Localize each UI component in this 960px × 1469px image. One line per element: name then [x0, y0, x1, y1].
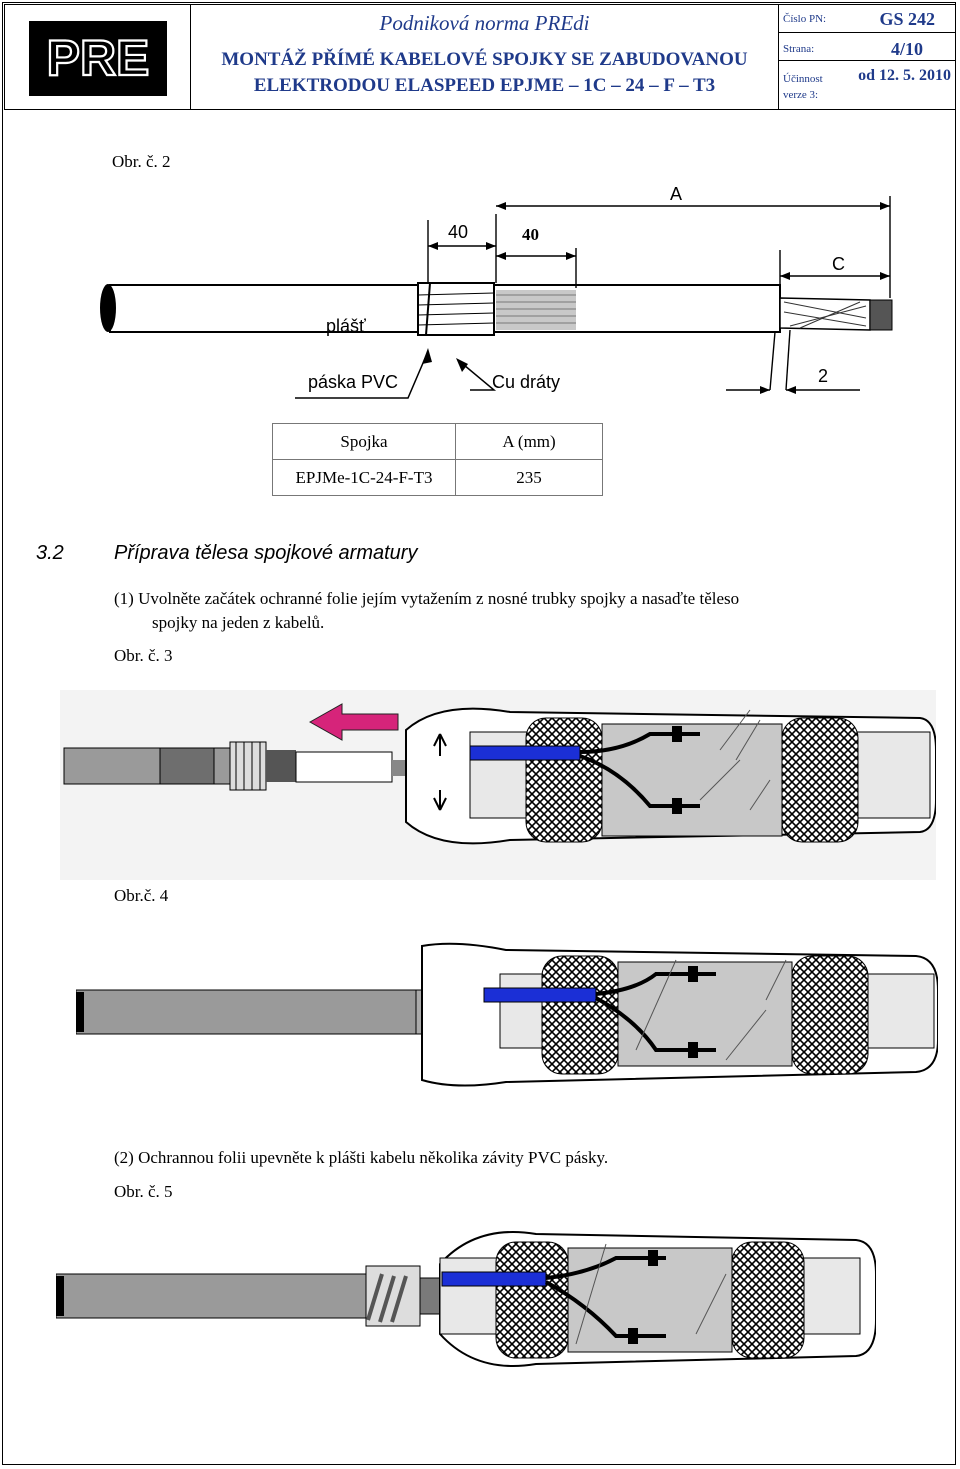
meta-row-page: Strana: 4/10 — [779, 33, 955, 61]
fig4-joint-on-cable-drawing — [76, 942, 938, 1087]
norm-name: Podniková norma PREdi — [379, 11, 590, 35]
fig2-cable-drawing: 40 40 A C 2 plášť páska PVC Cu dráty — [100, 184, 893, 399]
meta-cell: Číslo PN: GS 242 Strana: 4/10 Účinnost v… — [779, 5, 955, 109]
section-number: 3.2 — [36, 542, 64, 564]
valid-value: od 12. 5. 2010 — [858, 67, 951, 84]
table-header-cell: Spojka — [272, 423, 456, 460]
dim-40-right: 40 — [522, 225, 539, 244]
step1-line2: spojky na jeden z kabelů. — [152, 613, 325, 632]
valid-label: Účinnost — [783, 73, 823, 85]
meta-row-pn: Číslo PN: GS 242 — [779, 5, 955, 33]
section-title: Příprava tělesa spojkové armatury — [114, 542, 418, 564]
document-title-line1: MONTÁŽ PŘÍMÉ KABELOVÉ SPOJKY SE ZABUDOVA… — [221, 49, 748, 70]
table-header-cell: A (mm) — [455, 423, 603, 460]
fig2-caption: Obr. č. 2 — [112, 152, 171, 171]
step2-text: (2) Ochrannou folii upevněte k plášti ka… — [114, 1148, 609, 1167]
logo-cell: PRE — [5, 5, 191, 109]
dim-C: C — [832, 254, 845, 274]
meta-row-validity: Účinnost verze 3: od 12. 5. 2010 — [779, 61, 955, 109]
title-cell: Podniková norma PREdi MONTÁŽ PŘÍMÉ KABEL… — [191, 5, 779, 109]
dim-2: 2 — [818, 366, 828, 386]
dim-A: A — [670, 184, 682, 204]
page-value: 4/10 — [890, 39, 923, 59]
pre-logo-graphic: PRE — [29, 21, 167, 96]
label-plast: plášť — [326, 316, 366, 336]
pre-logo: PRE — [29, 21, 167, 96]
table-cell: EPJMe-1C-24-F-T3 — [272, 459, 456, 496]
table-row: EPJMe-1C-24-F-T3 235 — [272, 459, 603, 496]
document-header: PRE Podniková norma PREdi MONTÁŽ PŘÍMÉ K… — [4, 4, 956, 110]
pn-value: GS 242 — [879, 9, 935, 29]
fig3-caption: Obr. č. 3 — [114, 646, 173, 665]
label-cu-draty: Cu dráty — [492, 372, 560, 392]
step1-line1: (1) Uvolněte začátek ochranné folie její… — [114, 589, 740, 608]
version-label: verze 3: — [783, 89, 819, 101]
pn-label: Číslo PN: — [783, 13, 827, 25]
spec-table: Spojka A (mm) EPJMe-1C-24-F-T3 235 — [272, 423, 603, 496]
fig5-taped-foil-drawing — [56, 1231, 876, 1367]
table-header-row: Spojka A (mm) — [272, 423, 603, 460]
table-cell: 235 — [455, 459, 603, 496]
fig4-caption: Obr.č. 4 — [114, 886, 169, 905]
label-paska-pvc: páska PVC — [308, 372, 398, 392]
dim-40-left: 40 — [448, 222, 468, 242]
fig3-joint-body-drawing — [60, 690, 936, 880]
svg-text:PRE: PRE — [47, 30, 150, 86]
fig5-caption: Obr. č. 5 — [114, 1182, 173, 1201]
document-title-line2: ELEKTRODOU ELASPEED EPJME – 1C – 24 – F … — [253, 75, 716, 96]
page-label: Strana: — [783, 43, 815, 55]
